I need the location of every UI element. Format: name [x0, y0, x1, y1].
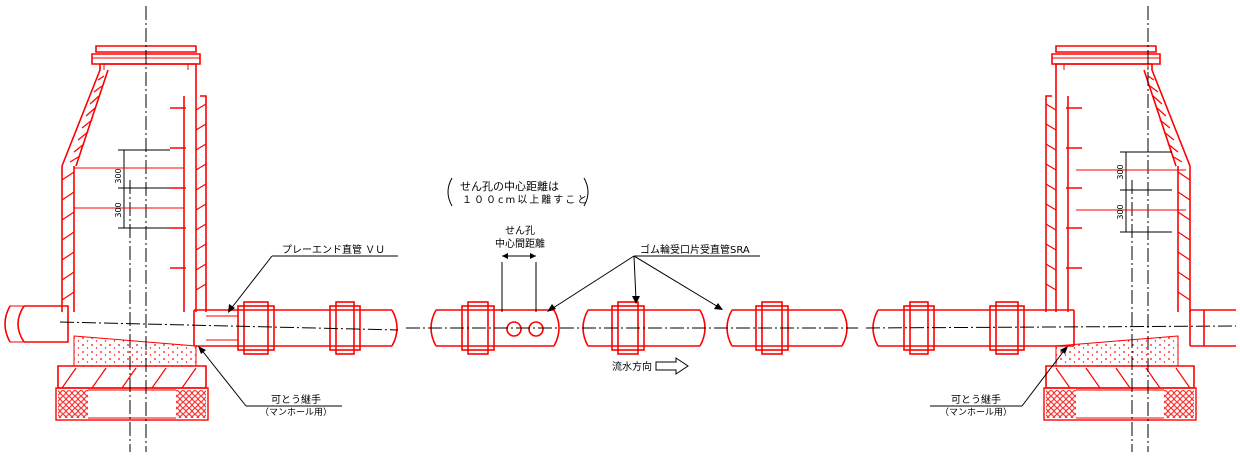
pipe-inlet-left — [4, 305, 69, 343]
joint-left-label-2: （マンホール用） — [260, 407, 332, 418]
note-line-1: せん孔の中心距離は — [460, 179, 559, 193]
pipe-vu-label: プレーエンド直管 ＶＵ — [282, 243, 385, 256]
joint-right-label-2: （マンホール用） — [940, 407, 1012, 418]
leader-joint-left — [198, 346, 342, 407]
note-line-2: １００cm以上離すこと — [462, 193, 589, 206]
dimension-right: 300 300 — [1076, 151, 1186, 233]
pipe-outlet-left — [59, 301, 399, 355]
dimension-right-lower: 300 — [1116, 204, 1125, 219]
joint-left-label-1: 可とう継手 — [271, 393, 321, 406]
dimension-left: 300 300 — [74, 149, 184, 229]
pipe-center-1 — [430, 301, 560, 355]
leader-sra — [547, 255, 760, 312]
pipe-outlet-right — [1189, 309, 1236, 347]
flow-arrow-icon — [655, 357, 689, 375]
pipe-inlet-right — [865, 301, 1237, 355]
dimension-left-upper: 300 — [114, 168, 123, 183]
leader-joint-right — [930, 346, 1068, 407]
manhole-right — [1043, 45, 1197, 421]
dimension-left-lower: 300 — [114, 202, 123, 217]
pipe-sra-label: ゴム輪受口片受直管SRA — [640, 243, 750, 256]
hole-label-2: 中心間距離 — [495, 237, 545, 250]
joint-right-label-1: 可とう継手 — [951, 393, 1001, 406]
note-bracket-left — [447, 177, 453, 207]
flow-label: 流水方向 — [612, 360, 652, 373]
note-bracket-right — [583, 177, 589, 207]
hole-label-1: せん孔 — [505, 225, 535, 237]
leader-vu — [228, 255, 398, 313]
manhole-left — [55, 45, 209, 421]
dimension-right-upper: 300 — [1116, 164, 1125, 179]
